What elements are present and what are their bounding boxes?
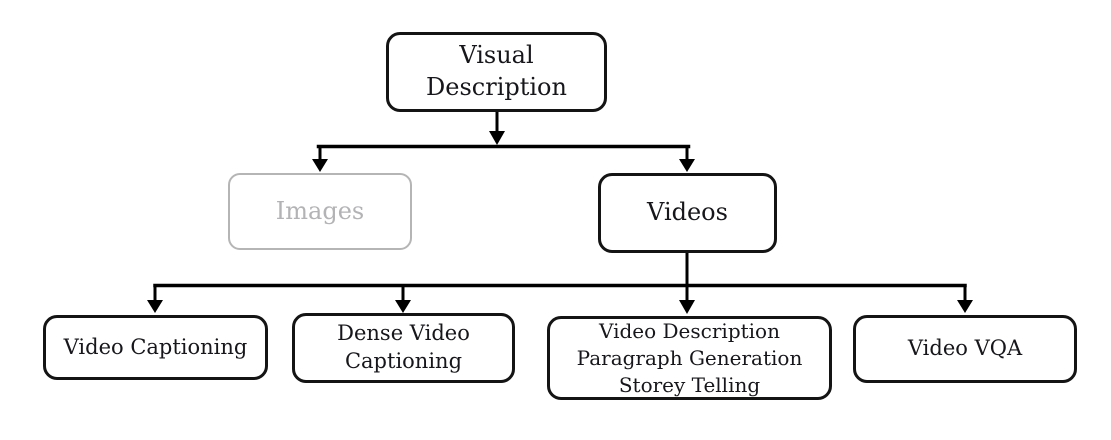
arrowhead-to-video-vqa	[957, 300, 973, 313]
node-dense-video-captioning: Dense Video Captioning	[292, 313, 515, 383]
arrowhead-to-dense-video-captioning	[395, 300, 411, 313]
node-videos: Videos	[598, 173, 777, 253]
node-label: Visual Description	[426, 41, 567, 101]
arrowhead-root-to-bar	[489, 131, 505, 145]
arrowhead-to-videos	[679, 159, 695, 172]
node-label: Videos	[647, 198, 728, 227]
node-label: Dense Video Captioning	[337, 321, 470, 373]
edge-root-to-level1	[312, 112, 695, 172]
node-label: Video Captioning	[63, 334, 248, 359]
node-video-vqa: Video VQA	[853, 315, 1077, 383]
node-images: Images	[228, 173, 412, 250]
node-label: Video Description Paragraph Generation S…	[576, 318, 803, 397]
node-visual-description: Visual Description	[386, 32, 607, 112]
node-label: Images	[275, 196, 365, 225]
arrowhead-to-images	[312, 159, 328, 172]
arrowhead-to-video-captioning	[147, 300, 163, 313]
node-video-description-paragraph-generation-storey-telling: Video Description Paragraph Generation S…	[547, 316, 832, 400]
node-video-captioning: Video Captioning	[43, 315, 268, 380]
edge-videos-to-level2	[147, 253, 973, 314]
arrowhead-to-video-description	[679, 300, 695, 314]
node-label: Video VQA	[907, 336, 1023, 361]
